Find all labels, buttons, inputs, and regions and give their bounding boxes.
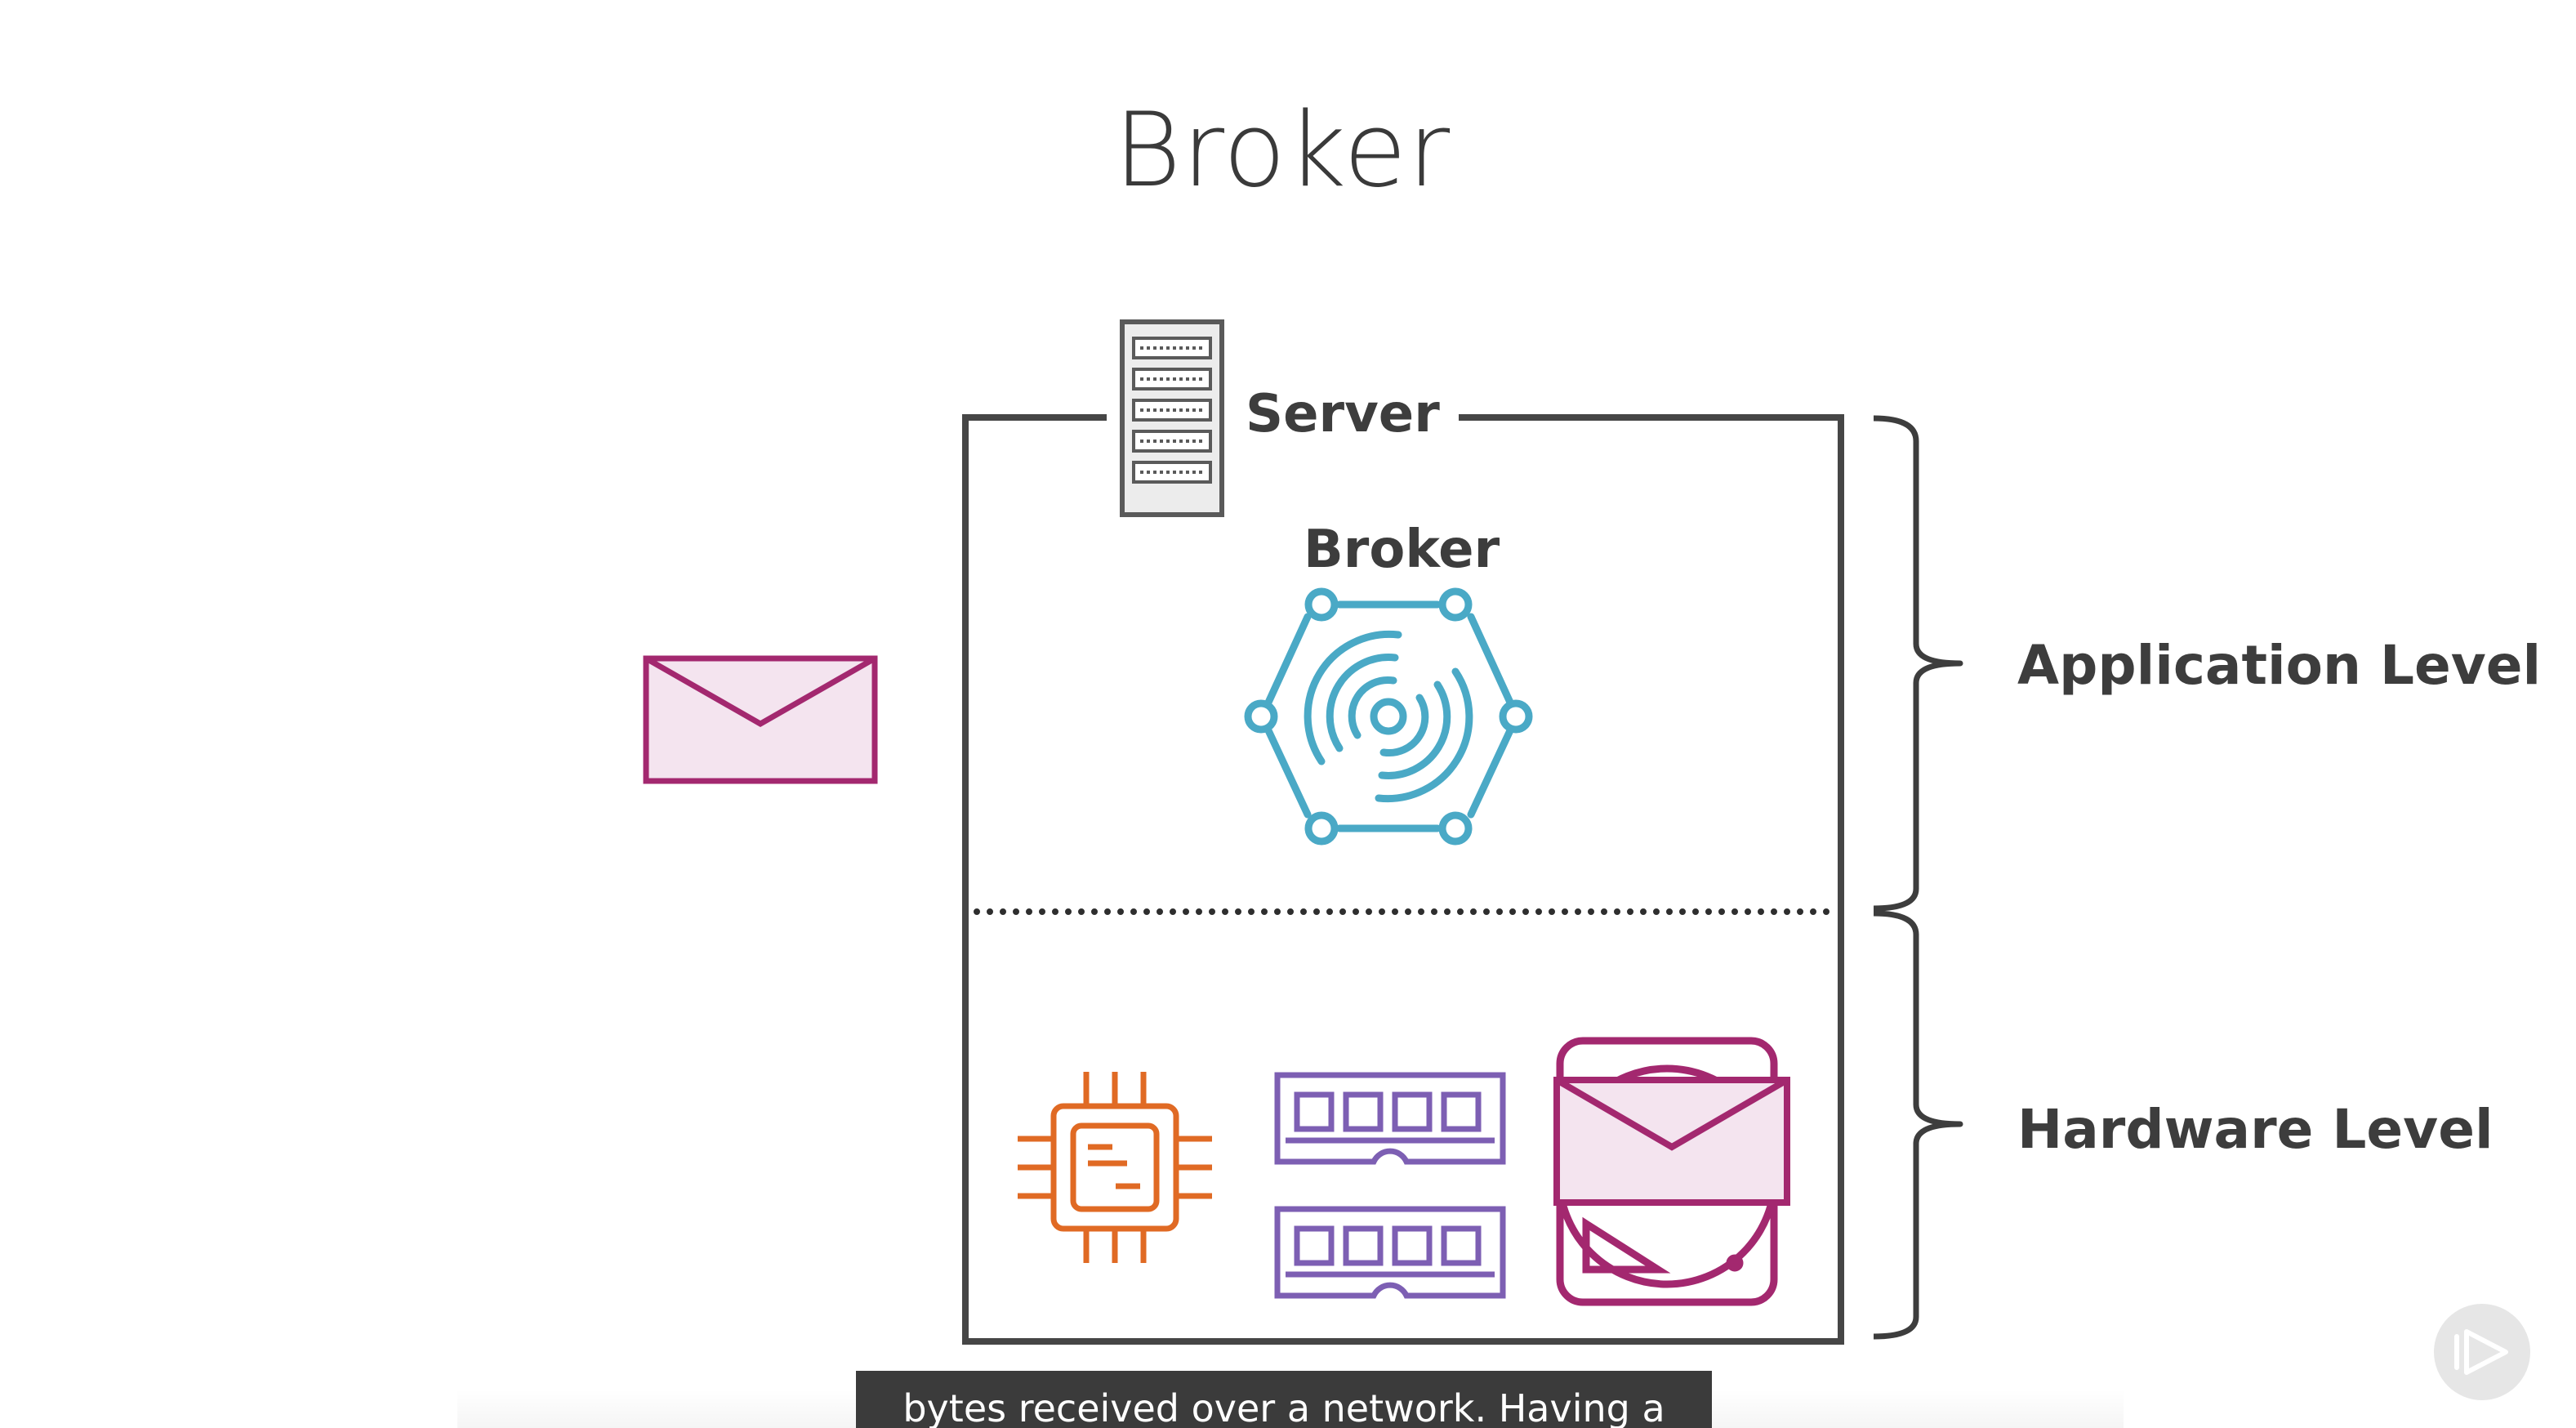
play-icon <box>2454 1329 2508 1375</box>
message-envelope-icon <box>643 655 878 784</box>
ram-stick-icon <box>1274 1072 1506 1165</box>
server-rack-icon <box>1120 319 1224 517</box>
server-frame <box>962 414 1844 1345</box>
broker-hexagon-icon <box>1244 587 1533 846</box>
video-caption: bytes received over a network. Having a <box>856 1371 1712 1428</box>
application-level-label: Application Level <box>2017 634 2542 697</box>
application-level-brace <box>1873 415 1963 912</box>
disk-message-envelope-icon <box>1553 1077 1790 1206</box>
hardware-level-label: Hardware Level <box>2017 1098 2494 1161</box>
cpu-chip-icon <box>1018 1072 1212 1263</box>
ram-stick-icon <box>1274 1206 1506 1299</box>
server-label: Server <box>1246 384 1440 444</box>
play-button[interactable] <box>2434 1304 2530 1400</box>
page-title: Broker <box>1113 90 1451 210</box>
hardware-level-brace <box>1873 910 1963 1340</box>
broker-label: Broker <box>1304 520 1500 580</box>
